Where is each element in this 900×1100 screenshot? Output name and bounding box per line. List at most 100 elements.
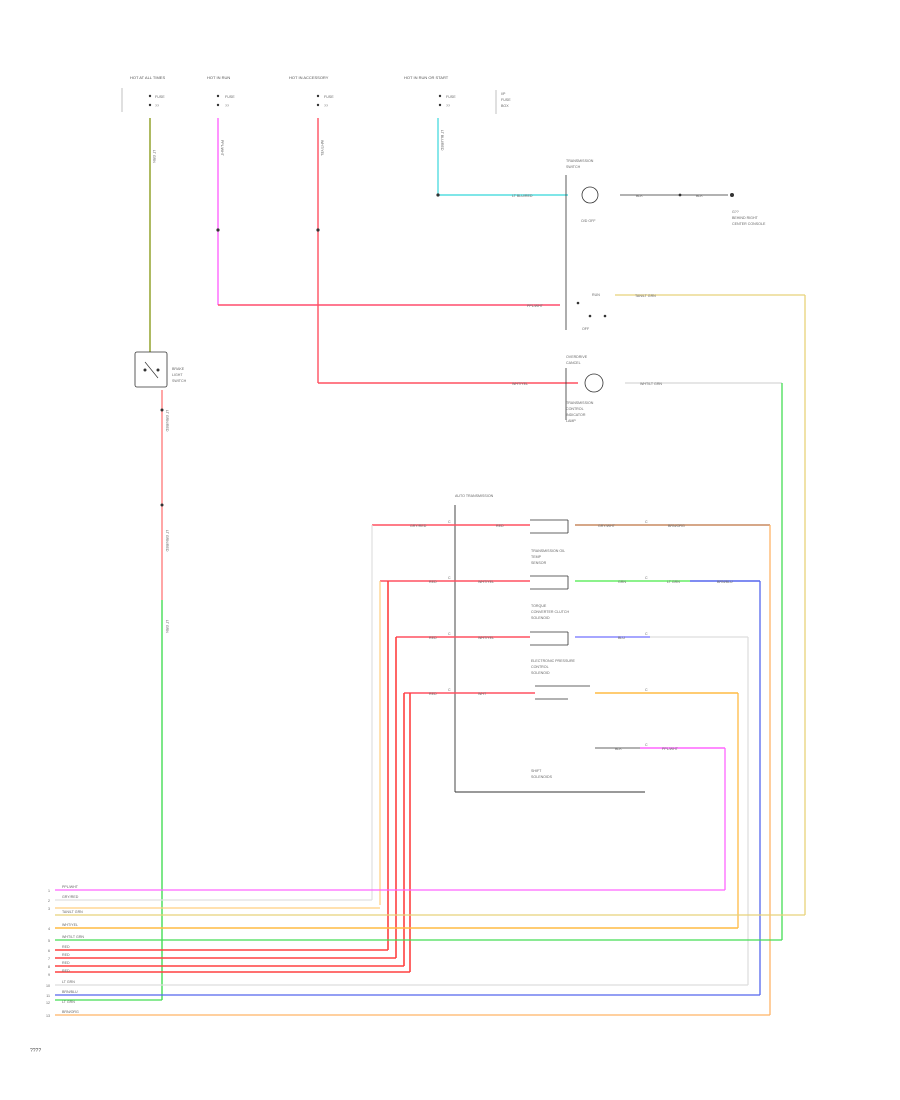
svg-text:GRY/RED: GRY/RED bbox=[62, 895, 79, 899]
svg-text:WHT/YEL: WHT/YEL bbox=[320, 140, 324, 156]
fuse-label: FUSE bbox=[225, 95, 235, 99]
svg-text:TRANSMISSION OIL: TRANSMISSION OIL bbox=[531, 549, 565, 553]
connector-markers: C C C C C C C C C bbox=[448, 520, 648, 747]
svg-text:RED: RED bbox=[429, 692, 437, 696]
svg-text:CANCEL: CANCEL bbox=[566, 361, 581, 365]
auto-transmission-box: AUTO TRANSMISSION TRANSMISSION OIL TEMP … bbox=[454, 494, 645, 793]
svg-text:SWITCH: SWITCH bbox=[172, 379, 187, 383]
svg-text:GRY/RED: GRY/RED bbox=[410, 524, 427, 528]
diagram-code: ???? bbox=[30, 1048, 41, 1054]
svg-text:8: 8 bbox=[48, 965, 50, 969]
svg-text:PPL/WHT: PPL/WHT bbox=[662, 747, 679, 751]
svg-text:TORQUE: TORQUE bbox=[531, 604, 547, 608]
svg-text:BLU: BLU bbox=[618, 636, 625, 640]
fuse-label: FUSE bbox=[446, 95, 456, 99]
svg-text:12: 12 bbox=[46, 1001, 50, 1005]
svg-text:BRN/BLU: BRN/BLU bbox=[62, 990, 78, 994]
svg-text:FUSE: FUSE bbox=[501, 98, 511, 102]
switch-lamp bbox=[581, 186, 599, 204]
svg-text:CENTER CONSOLE: CENTER CONSOLE bbox=[732, 222, 766, 226]
svg-text:C: C bbox=[448, 576, 451, 580]
svg-text:C: C bbox=[448, 632, 451, 636]
brake-light-switch: BRAKE LIGHT SWITCH bbox=[134, 351, 187, 388]
svg-text:C: C bbox=[645, 632, 648, 636]
svg-text:LT GRN/RED: LT GRN/RED bbox=[165, 410, 169, 432]
svg-text:LAMP: LAMP bbox=[566, 419, 576, 423]
fuse-number: ?? bbox=[446, 104, 450, 108]
svg-text:BRN/ORG: BRN/ORG bbox=[62, 1010, 79, 1014]
svg-text:TEMP: TEMP bbox=[531, 555, 542, 559]
svg-text:1: 1 bbox=[48, 889, 50, 893]
svg-text:WHT/YEL: WHT/YEL bbox=[478, 580, 494, 584]
ground-note: G?? BEHIND RIGHT CENTER CONSOLE bbox=[732, 210, 766, 226]
svg-text:SENSOR: SENSOR bbox=[531, 561, 547, 565]
svg-text:13: 13 bbox=[46, 1014, 50, 1018]
svg-text:GRN: GRN bbox=[618, 580, 626, 584]
svg-text:TRANSMISSION: TRANSMISSION bbox=[566, 159, 594, 163]
svg-text:RED: RED bbox=[62, 961, 70, 965]
svg-text:LT GRN: LT GRN bbox=[62, 980, 75, 984]
svg-text:TAN/LT GRN: TAN/LT GRN bbox=[62, 910, 83, 914]
svg-text:4: 4 bbox=[48, 927, 50, 931]
svg-text:RED: RED bbox=[429, 580, 437, 584]
svg-text:RED: RED bbox=[62, 953, 70, 957]
fuse-feed-2: HOT IN RUN FUSE ?? bbox=[207, 75, 235, 108]
svg-text:PPL/WHT: PPL/WHT bbox=[62, 885, 79, 889]
fuse-feed-title: HOT IN ACCESSORY bbox=[289, 75, 329, 80]
svg-text:BLK: BLK bbox=[636, 194, 643, 198]
svg-text:O/D OFF: O/D OFF bbox=[581, 219, 596, 223]
fuse-number: ?? bbox=[155, 104, 159, 108]
svg-text:7: 7 bbox=[48, 957, 50, 961]
svg-text:6: 6 bbox=[48, 949, 50, 953]
svg-text:BRN/ORG: BRN/ORG bbox=[668, 524, 685, 528]
svg-text:RED: RED bbox=[62, 945, 70, 949]
svg-text:RUN: RUN bbox=[592, 293, 600, 297]
pcm-connector-bundle: 1 PPL/WHT 2 GRY/RED 3 TAN/LT GRN 4 WHT/Y… bbox=[46, 885, 805, 1018]
svg-text:SOLENOID: SOLENOID bbox=[531, 671, 550, 675]
svg-text:LT GRN: LT GRN bbox=[165, 620, 169, 633]
svg-text:5: 5 bbox=[48, 939, 50, 943]
fuse-feed-title: HOT IN RUN bbox=[207, 75, 230, 80]
fuse-feed-1: HOT AT ALL TIMES FUSE ?? bbox=[121, 75, 165, 112]
svg-text:BOX: BOX bbox=[501, 104, 509, 108]
svg-text:BLK: BLK bbox=[615, 747, 622, 751]
svg-text:RED: RED bbox=[62, 969, 70, 973]
svg-text:PPL/WHT: PPL/WHT bbox=[220, 140, 224, 157]
svg-text:WHT: WHT bbox=[478, 692, 487, 696]
fuse-feed-4: HOT IN RUN OR START FUSE ?? I/P FUSE BOX bbox=[404, 75, 511, 114]
fuse-number: ?? bbox=[324, 104, 328, 108]
svg-text:10: 10 bbox=[46, 984, 50, 988]
svg-text:WHT/YEL: WHT/YEL bbox=[478, 636, 494, 640]
svg-text:WHT/YEL: WHT/YEL bbox=[62, 923, 78, 927]
svg-text:AUTO TRANSMISSION: AUTO TRANSMISSION bbox=[455, 494, 494, 498]
svg-text:SWITCH: SWITCH bbox=[566, 165, 581, 169]
svg-text:C: C bbox=[645, 688, 648, 692]
svg-text:2: 2 bbox=[48, 899, 50, 903]
svg-text:CONVERTER CLUTCH: CONVERTER CLUTCH bbox=[531, 610, 569, 614]
svg-text:BRAKE: BRAKE bbox=[172, 367, 185, 371]
fuse-box-note: I/P bbox=[501, 92, 506, 96]
svg-text:LT GRN: LT GRN bbox=[152, 150, 156, 163]
svg-text:OFF: OFF bbox=[582, 327, 590, 331]
svg-text:G??: G?? bbox=[732, 210, 739, 214]
svg-text:INDICATOR: INDICATOR bbox=[566, 413, 586, 417]
svg-text:11: 11 bbox=[46, 994, 50, 998]
svg-text:TRANSMISSION: TRANSMISSION bbox=[566, 401, 594, 405]
fuse-feed-title: HOT AT ALL TIMES bbox=[130, 75, 165, 80]
svg-text:C: C bbox=[448, 688, 451, 692]
svg-text:C: C bbox=[448, 520, 451, 524]
svg-text:CONTROL: CONTROL bbox=[566, 407, 584, 411]
svg-text:TAN/LT GRN: TAN/LT GRN bbox=[635, 294, 656, 298]
svg-text:3: 3 bbox=[48, 907, 50, 911]
fuse-feed-3: HOT IN ACCESSORY FUSE ?? bbox=[289, 75, 334, 108]
svg-text:WHT/YEL: WHT/YEL bbox=[512, 382, 528, 386]
fuse-label: FUSE bbox=[324, 95, 334, 99]
transmission-switch: TRANSMISSION SWITCH O/D OFF BLK BLK RUN … bbox=[565, 159, 734, 331]
svg-text:LT GRN: LT GRN bbox=[62, 1000, 75, 1004]
svg-text:OVERDRIVE: OVERDRIVE bbox=[566, 355, 588, 359]
svg-text:LT BLU/RED: LT BLU/RED bbox=[440, 130, 444, 151]
svg-text:SOLENOIDS: SOLENOIDS bbox=[531, 775, 553, 779]
svg-text:PPL/WHT: PPL/WHT bbox=[527, 304, 544, 308]
svg-text:BRN/BLU: BRN/BLU bbox=[717, 580, 733, 584]
svg-text:C: C bbox=[645, 576, 648, 580]
